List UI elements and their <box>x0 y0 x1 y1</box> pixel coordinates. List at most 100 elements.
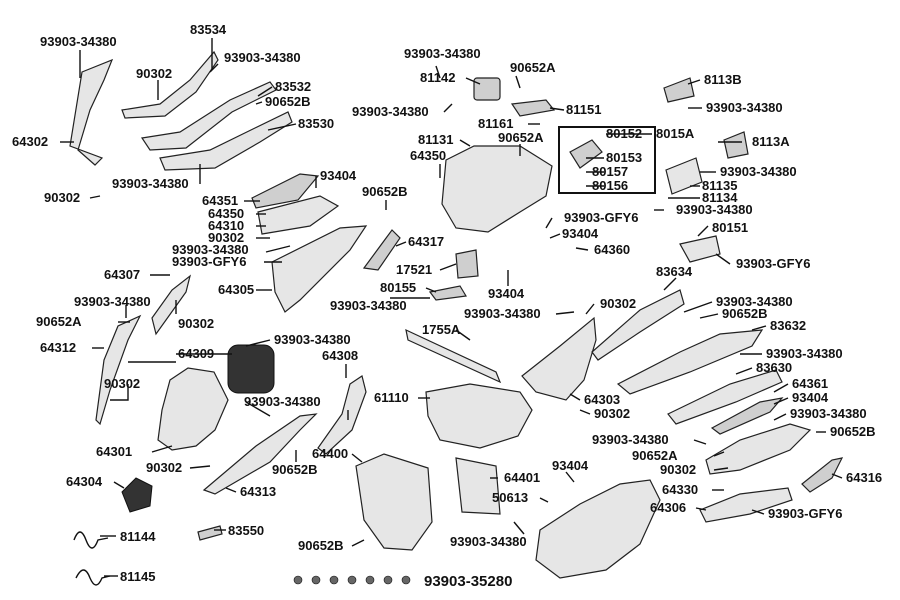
part-64330 <box>705 423 812 475</box>
part-83632 <box>616 329 764 395</box>
part-64400 <box>355 453 433 551</box>
label-93903-34380: 93903-34380 <box>706 100 783 115</box>
label-64401: 64401 <box>504 470 540 485</box>
label-64313: 64313 <box>240 484 276 499</box>
label-93903-34380: 93903-34380 <box>112 176 189 191</box>
part-81142 <box>473 77 501 101</box>
part-64301 <box>157 367 229 451</box>
part-81135 <box>665 157 703 195</box>
label-80156: 80156 <box>592 178 628 193</box>
label-81161: 81161 <box>478 116 513 131</box>
part-64317 <box>362 229 401 271</box>
label-80157: 80157 <box>592 164 628 179</box>
part-83550 <box>197 525 223 541</box>
label-90652A: 90652A <box>510 60 556 75</box>
part-group-8015A <box>558 126 656 194</box>
label-64301: 64301 <box>96 444 132 459</box>
part-64303 <box>521 316 597 401</box>
part-81144 <box>73 531 109 549</box>
label-93404: 93404 <box>320 168 357 183</box>
part-80151 <box>679 235 721 263</box>
label-64305: 64305 <box>218 282 254 297</box>
label-90652A: 90652A <box>498 130 544 145</box>
label-90302: 90302 <box>178 316 214 331</box>
part-64302 <box>69 58 114 166</box>
part-50613 <box>535 479 661 579</box>
label-93404: 93404 <box>562 226 599 241</box>
part-64312 <box>95 314 142 426</box>
part-64309 <box>227 344 275 394</box>
label-93903-GFY6: 93903-GFY6 <box>564 210 638 225</box>
part-8113A <box>723 131 749 159</box>
label-64316: 64316 <box>846 470 882 485</box>
label-83634: 83634 <box>656 264 693 279</box>
label-83632: 83632 <box>770 318 806 333</box>
part-64306 <box>699 487 793 523</box>
label-64302: 64302 <box>12 134 48 149</box>
label-80153: 80153 <box>606 150 642 165</box>
label-90652A: 90652A <box>36 314 82 329</box>
part-83534 <box>121 50 219 119</box>
part-64310 <box>257 195 340 235</box>
leader-lines <box>60 38 843 577</box>
part-83532 <box>140 81 277 151</box>
label-93903-34380: 93903-34380 <box>766 346 843 361</box>
part-64361 <box>710 397 784 435</box>
label-80155: 80155 <box>380 280 416 295</box>
label-93903-34380: 93903-34380 <box>74 294 151 309</box>
part-64305 <box>271 225 368 313</box>
part-64308 <box>317 375 367 455</box>
label-93903-34380: 93903-34380 <box>330 298 407 313</box>
label-83550: 83550 <box>228 523 264 538</box>
part-80153 <box>569 139 603 169</box>
label-64350: 64350 <box>410 148 446 163</box>
part-64313 <box>202 413 318 495</box>
label-93903-GFY6: 93903-GFY6 <box>736 256 810 271</box>
label-80151: 80151 <box>712 220 748 235</box>
label-90302: 90302 <box>146 460 182 475</box>
label-81134: 81134 <box>702 190 738 205</box>
label-90302: 90302 <box>600 296 636 311</box>
label-64330: 64330 <box>662 482 698 497</box>
part-81145 <box>75 569 111 586</box>
label-93903-34380: 93903-34380 <box>172 242 249 257</box>
label-81142: 81142 <box>420 70 455 85</box>
label-93903-34380: 93903-34380 <box>404 46 481 61</box>
label-64317: 64317 <box>408 234 444 249</box>
label-93903-GFY6: 93903-GFY6 <box>172 254 246 269</box>
label-64308: 64308 <box>322 348 358 363</box>
part-64401 <box>455 457 501 515</box>
label-64304: 64304 <box>66 474 103 489</box>
label-64360: 64360 <box>594 242 630 257</box>
label-90302: 90302 <box>208 230 244 245</box>
label-90302: 90302 <box>594 406 630 421</box>
label-93903-34380: 93903-34380 <box>352 104 429 119</box>
part-80155 <box>428 285 467 301</box>
label-93903-34380: 93903-34380 <box>464 306 541 321</box>
label-64306: 64306 <box>650 500 686 515</box>
label-93903-34380: 93903-34380 <box>40 34 117 49</box>
label-90652B: 90652B <box>362 184 408 199</box>
label-93903-34380: 93903-34380 <box>450 534 527 549</box>
label-90652B: 90652B <box>830 424 876 439</box>
label-8113A: 8113A <box>752 134 790 149</box>
label-83532: 83532 <box>275 79 311 94</box>
label-64312: 64312 <box>40 340 76 355</box>
label-17521: 17521 <box>396 262 432 277</box>
label-93404: 93404 <box>488 286 525 301</box>
label-64309: 64309 <box>178 346 214 361</box>
part-64307 <box>151 274 192 336</box>
fastener-row-93903-35280 <box>293 575 411 585</box>
label-81131: 81131 <box>418 132 453 147</box>
label-64361: 64361 <box>792 376 828 391</box>
label-64350: 64350 <box>208 206 244 221</box>
label-93903-34380: 93903-34380 <box>790 406 867 421</box>
label-64307: 64307 <box>104 267 140 282</box>
label-93903-34380: 93903-34380 <box>274 332 351 347</box>
label-1755A: 1755A <box>422 322 461 337</box>
part-17521 <box>455 249 479 279</box>
label-64400: 64400 <box>312 446 348 461</box>
label-61110: 61110 <box>374 390 409 405</box>
label-90302: 90302 <box>104 376 140 391</box>
label-83630: 83630 <box>756 360 792 375</box>
